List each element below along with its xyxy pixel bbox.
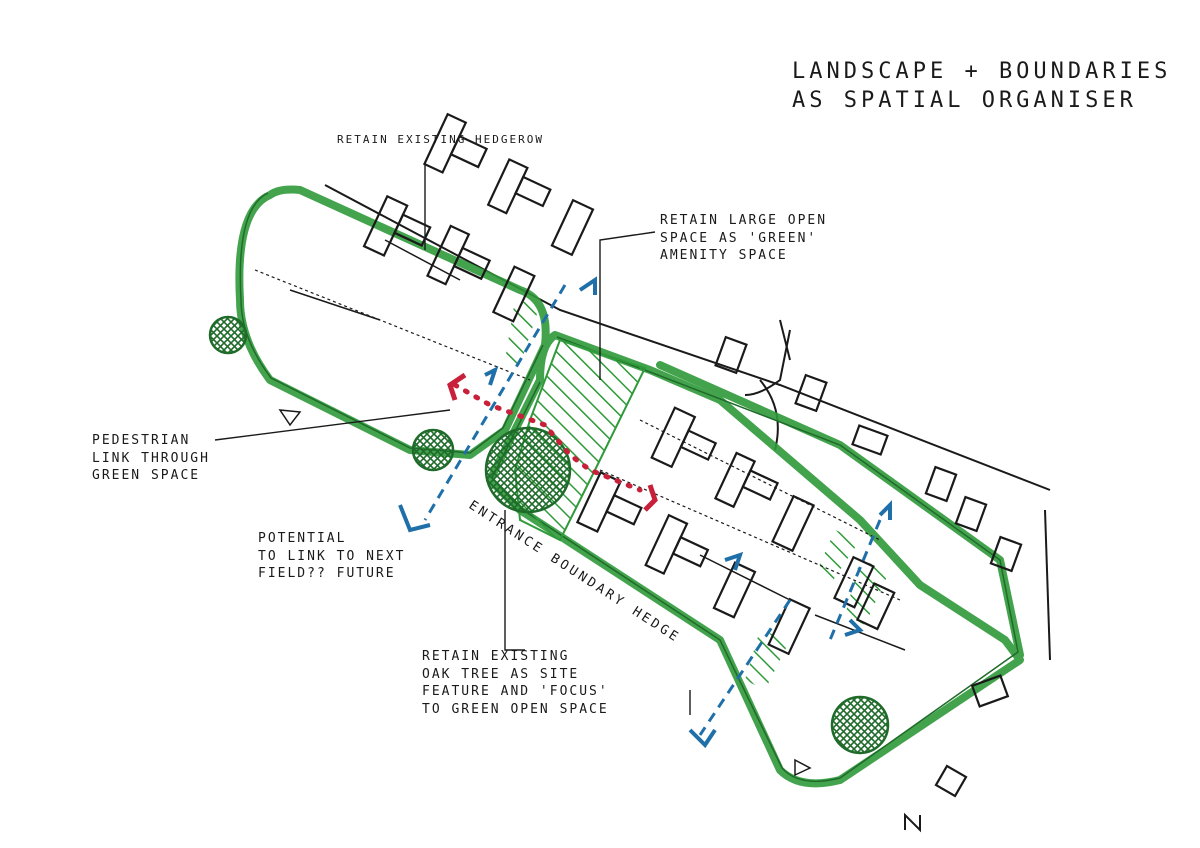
houses	[362, 112, 1023, 798]
title-line-1: LANDSCAPE + BOUNDARIES	[792, 59, 1172, 84]
label-pedestrian-line: LINK THROUGH	[92, 450, 210, 466]
road-edges	[324, 184, 1051, 661]
red-arrow-icon	[447, 372, 467, 401]
label-hedgerow: RETAIN EXISTING HEDGEROW	[337, 133, 544, 148]
label-pedestrian-line: GREEN SPACE	[92, 468, 201, 484]
page-title: LANDSCAPE + BOUNDARIES AS SPATIAL ORGANI…	[792, 58, 1171, 115]
pedestrian-route	[447, 372, 658, 512]
label-oak-tree: RETAIN EXISTING OAK TREE AS SITE FEATURE…	[422, 648, 609, 718]
pedestrian-links	[423, 284, 882, 736]
label-pedestrian-line: PEDESTRIAN	[92, 433, 191, 448]
tree-icon	[411, 428, 455, 472]
red-arrow-icon	[643, 484, 658, 512]
tree-icon	[208, 315, 248, 355]
label-open-space-line: RETAIN LARGE OPEN	[660, 213, 828, 228]
title-line-2: AS SPATIAL ORGANISER	[792, 87, 1137, 113]
label-oak-tree-line: FEATURE AND 'FOCUS'	[422, 684, 609, 700]
label-oak-tree-line: TO GREEN OPEN SPACE	[422, 701, 609, 717]
access-arrows	[278, 409, 812, 777]
label-open-space-line: AMENITY SPACE	[660, 248, 788, 264]
leader-lines	[214, 165, 691, 715]
trees	[208, 315, 890, 755]
label-oak-tree-line: RETAIN EXISTING	[422, 649, 570, 664]
tree-icon	[830, 695, 890, 755]
label-oak-tree-line: OAK TREE AS SITE	[422, 666, 580, 682]
label-hedgerow-text: RETAIN EXISTING HEDGEROW	[337, 133, 544, 146]
label-open-space: RETAIN LARGE OPEN SPACE AS 'GREEN' AMENI…	[660, 212, 827, 265]
label-potential: POTENTIAL TO LINK TO NEXT FIELD?? FUTURE	[258, 530, 405, 583]
label-potential-line: FIELD?? FUTURE	[258, 566, 396, 582]
label-open-space-line: SPACE AS 'GREEN'	[660, 230, 818, 246]
arrow-icons	[398, 276, 892, 749]
north-label-text: N	[898, 813, 908, 828]
label-potential-line: POTENTIAL	[258, 531, 347, 546]
label-potential-line: TO LINK TO NEXT	[258, 548, 406, 564]
label-pedestrian: PEDESTRIAN LINK THROUGH GREEN SPACE	[92, 432, 210, 485]
north-arrow-icon	[904, 812, 921, 833]
oak-tree-icon	[484, 426, 572, 514]
